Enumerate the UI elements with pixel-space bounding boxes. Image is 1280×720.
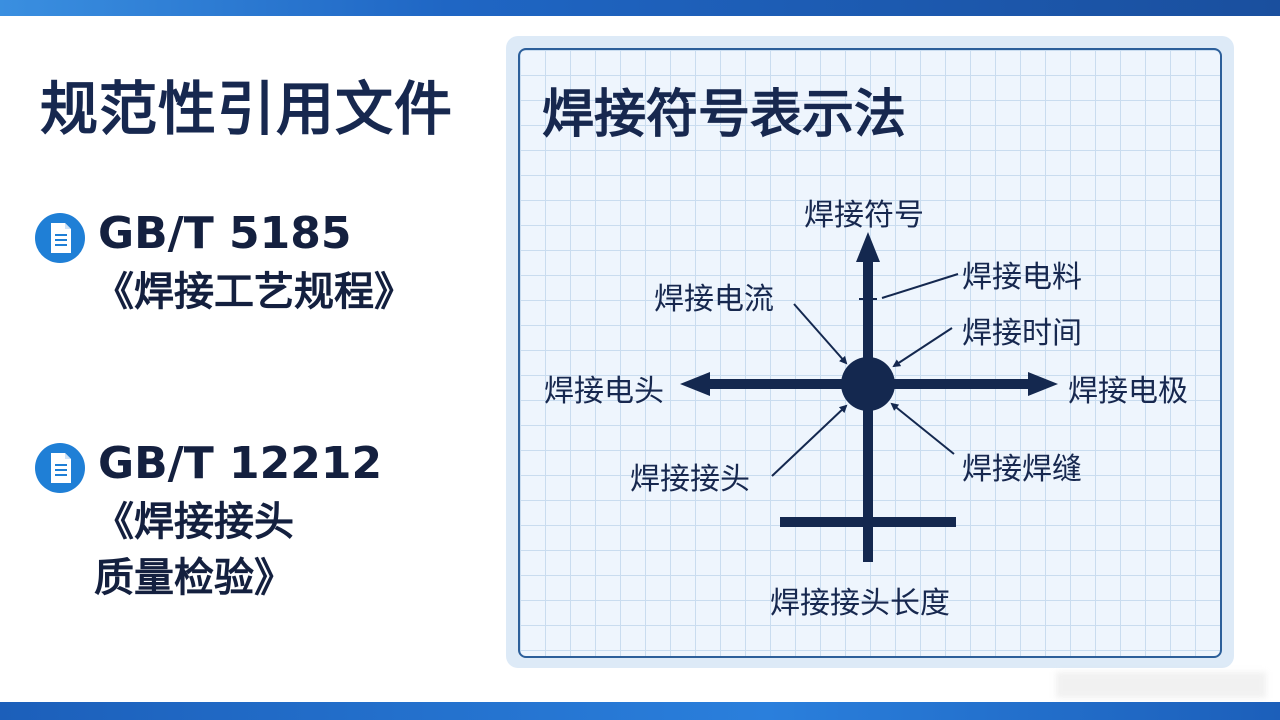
label-bottom: 焊接接头长度 bbox=[770, 586, 950, 621]
reference-name-line: 《焊接工艺规程》 bbox=[94, 269, 414, 315]
label-left: 焊接电头 bbox=[544, 374, 664, 409]
reference-name-line: 《焊接接头 bbox=[94, 499, 294, 545]
reference-name: 《焊接接头 质量检验》 bbox=[94, 494, 294, 606]
label-upper-left: 焊接电流 bbox=[654, 282, 774, 317]
leader-upper-right bbox=[881, 273, 959, 299]
label-right-time: 焊接时间 bbox=[962, 316, 1082, 351]
top-accent-band bbox=[0, 0, 1280, 16]
welding-symbol-panel: 焊接符号表示法 焊接符号 焊接电料 焊接电流 焊接时间 焊接电头 焊接电极 焊接… bbox=[506, 36, 1234, 668]
grid-background bbox=[518, 48, 1222, 658]
label-right: 焊接电极 bbox=[1068, 374, 1188, 409]
leader-right-time bbox=[892, 327, 953, 368]
label-upper-right: 焊接电料 bbox=[962, 260, 1082, 295]
leader-upper-left bbox=[793, 303, 848, 365]
label-lower-left: 焊接接头 bbox=[630, 462, 750, 497]
reference-code: GB/T 12212 bbox=[98, 438, 383, 489]
center-node bbox=[841, 357, 895, 411]
reference-name: 《焊接工艺规程》 bbox=[94, 264, 414, 320]
label-lower-right: 焊接焊缝 bbox=[962, 452, 1082, 487]
bottom-accent-band bbox=[0, 702, 1280, 720]
section-title: 规范性引用文件 bbox=[40, 75, 454, 143]
reference-name-line: 质量检验》 bbox=[94, 555, 294, 601]
leader-lower-right bbox=[890, 402, 955, 455]
arrow-right bbox=[1028, 372, 1058, 396]
reference-code: GB/T 5185 bbox=[98, 208, 352, 259]
welding-symbol-diagram bbox=[680, 232, 1058, 562]
arrow-left bbox=[680, 372, 710, 396]
watermark bbox=[1056, 672, 1266, 698]
label-top: 焊接符号 bbox=[804, 198, 924, 233]
arrow-up bbox=[856, 232, 880, 262]
document-icon bbox=[35, 213, 85, 263]
document-icon bbox=[35, 443, 85, 493]
panel-title: 焊接符号表示法 bbox=[542, 85, 907, 145]
leader-lower-left bbox=[771, 404, 848, 477]
